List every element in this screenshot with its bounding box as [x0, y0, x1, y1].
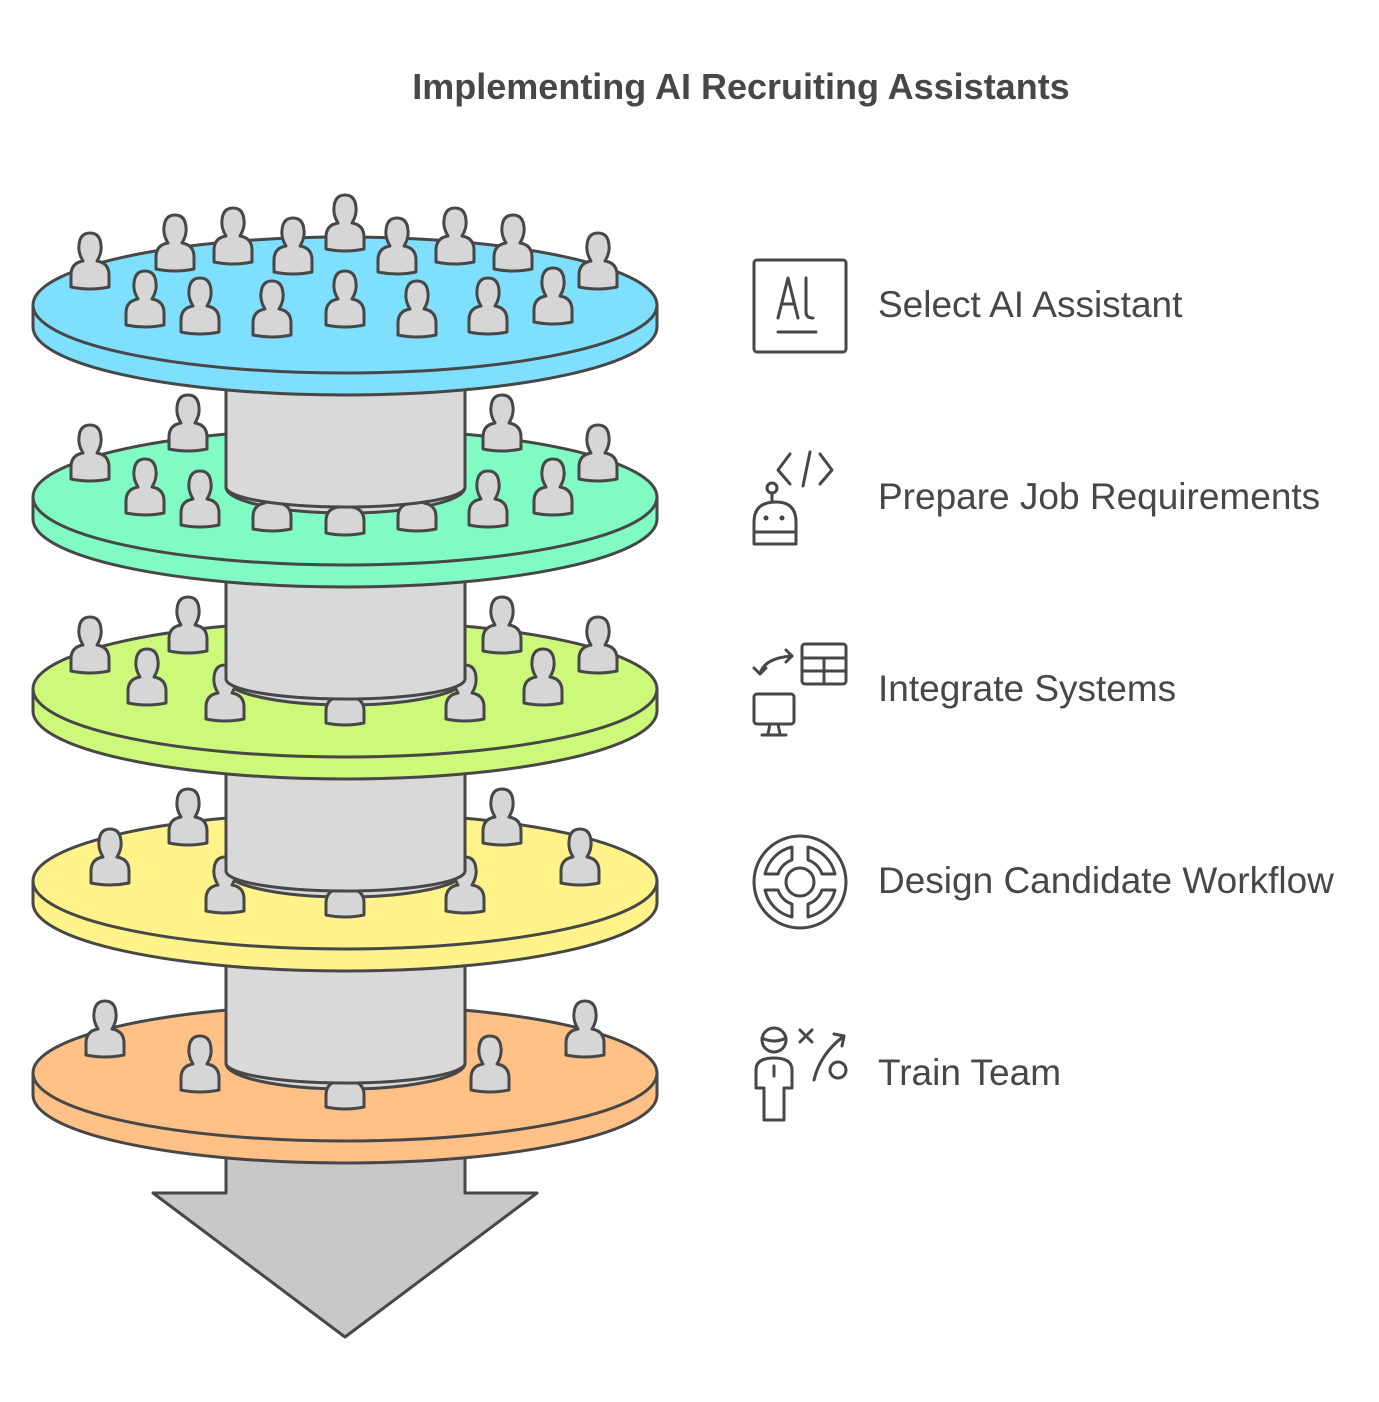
person-figure-icon [167, 595, 209, 655]
layer-1 [31, 193, 659, 509]
person-figure-icon [324, 269, 366, 329]
person-figure-icon [481, 393, 523, 453]
person-figure-icon [481, 787, 523, 847]
person-figure-icon [251, 279, 293, 339]
person-figure-icon [69, 615, 111, 675]
person-figure-icon [167, 393, 209, 453]
step-label-train-team: Train Team [878, 1052, 1062, 1093]
person-figure-icon [69, 231, 111, 291]
person-figure-icon [434, 206, 476, 266]
person-figure-icon [324, 193, 366, 253]
person-figure-icon [69, 423, 111, 483]
person-figure-icon [124, 457, 166, 517]
person-figure-icon [124, 269, 166, 329]
step-label-prepare-job-requirements: Prepare Job Requirements [878, 476, 1321, 517]
person-figure-icon [179, 276, 221, 336]
person-figure-icon [532, 266, 574, 326]
ai-text-box-icon [752, 258, 848, 354]
person-figure-icon [126, 647, 168, 707]
person-figure-icon [179, 469, 221, 529]
person-figure-icon [179, 1034, 221, 1094]
person-figure-icon [532, 457, 574, 517]
person-figure-icon [564, 999, 606, 1059]
person-figure-icon [467, 469, 509, 529]
person-strategy-icon [754, 1026, 848, 1122]
person-figure-icon [577, 231, 619, 291]
person-figure-icon [154, 213, 196, 273]
person-figure-icon [467, 276, 509, 336]
step-label-integrate-systems: Integrate Systems [878, 668, 1177, 709]
person-figure-icon [481, 595, 523, 655]
person-figure-icon [167, 787, 209, 847]
person-figure-icon [84, 999, 126, 1059]
person-figure-icon [522, 647, 564, 707]
monitor-table-sync-icon [752, 642, 848, 737]
person-figure-icon [492, 213, 534, 273]
robot-code-icon [752, 450, 834, 546]
person-figure-icon [559, 827, 601, 887]
person-figure-icon [396, 279, 438, 339]
person-figure-icon [272, 216, 314, 276]
step-label-select-ai-assistant: Select AI Assistant [878, 284, 1183, 325]
circular-maze-icon [752, 834, 848, 930]
person-figure-icon [89, 827, 131, 887]
person-figure-icon [577, 615, 619, 675]
person-figure-icon [376, 216, 418, 276]
diagram-title: Implementing AI Recruiting Assistants [412, 66, 1070, 107]
person-figure-icon [577, 423, 619, 483]
person-figure-icon [469, 1034, 511, 1094]
person-figure-icon [212, 206, 254, 266]
step-label-design-candidate-workflow: Design Candidate Workflow [878, 860, 1334, 901]
